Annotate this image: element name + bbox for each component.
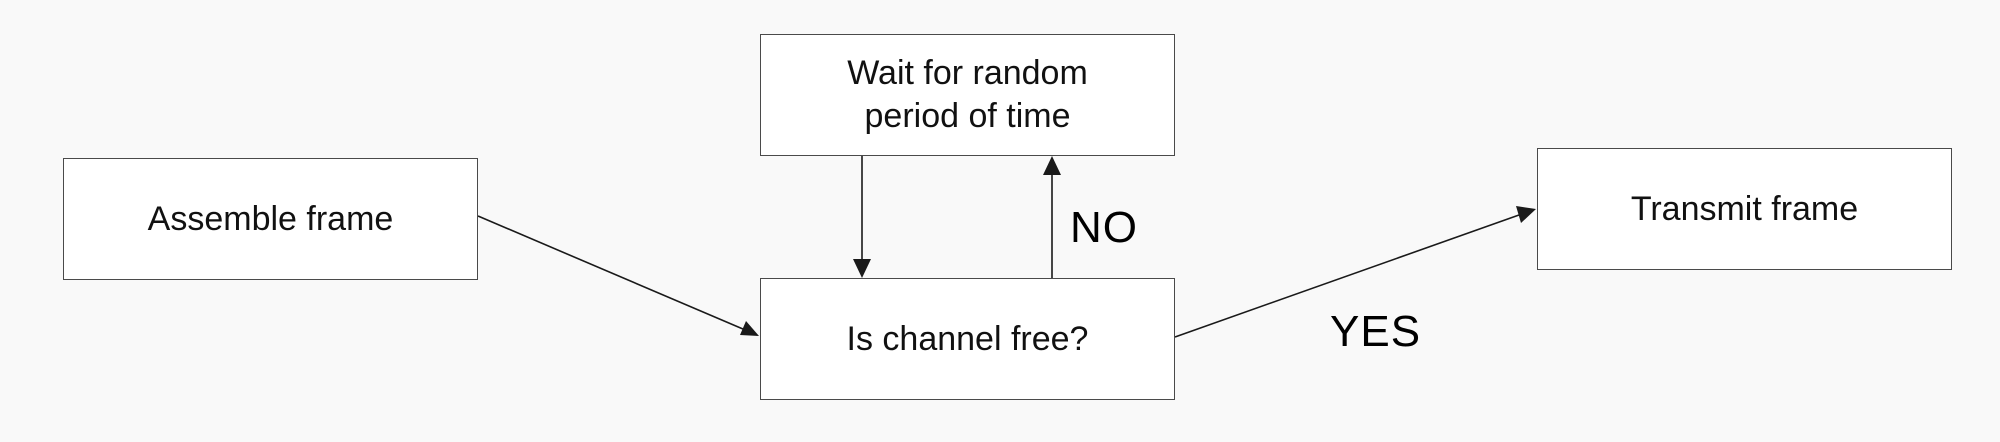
- arrow-assemble-to-check: [477, 215, 758, 336]
- transmit-frame-label: Transmit frame: [1630, 189, 1859, 228]
- wait-random-period-box: Wait for random period of time: [760, 34, 1175, 156]
- arrowhead-check-to-transmit: [1516, 206, 1536, 223]
- transmit-frame-box: Transmit frame: [1537, 148, 1952, 270]
- arrow-check-to-transmit: [1174, 214, 1520, 338]
- channel-free-decision-box: Is channel free?: [760, 278, 1175, 400]
- channel-free-label: Is channel free?: [846, 319, 1089, 358]
- wait-random-period-label: Wait for random period of time: [847, 54, 1088, 135]
- assemble-frame-box: Assemble frame: [63, 158, 478, 280]
- no-branch-label: NO: [1070, 203, 1138, 252]
- assemble-frame-label: Assemble frame: [147, 199, 394, 238]
- yes-branch-label: YES: [1330, 307, 1422, 356]
- arrowhead-assemble-to-check: [740, 321, 759, 336]
- arrowhead-wait-to-check: [853, 259, 871, 278]
- arrowhead-check-to-wait: [1043, 156, 1061, 175]
